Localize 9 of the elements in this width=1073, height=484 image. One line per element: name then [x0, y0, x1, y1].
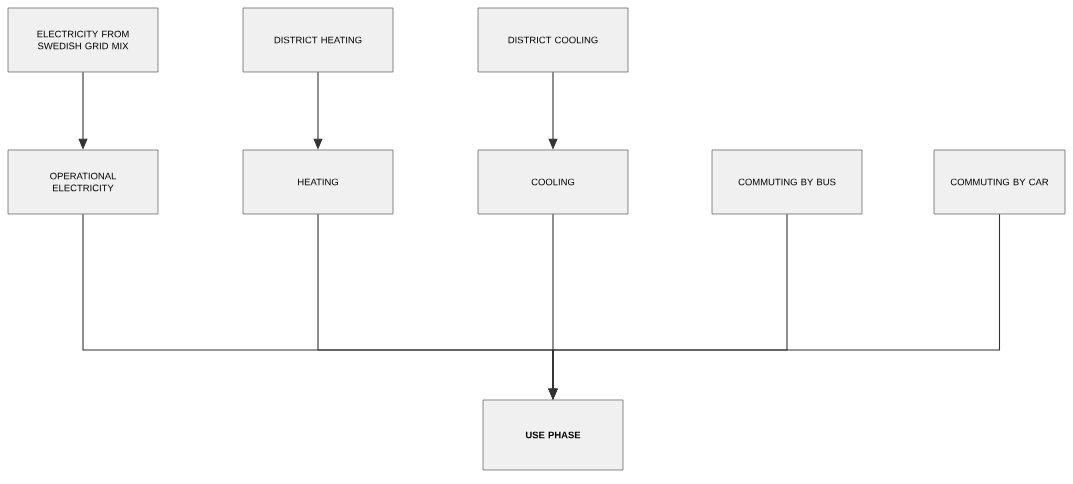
process-box: DISTRICT COOLING — [477, 7, 629, 73]
process-box: DISTRICT HEATING — [242, 7, 394, 73]
process-box: COMMUTING BY BUS — [711, 149, 863, 215]
process-box: COOLING — [477, 149, 629, 215]
process-box: USE PHASE — [482, 399, 624, 471]
process-box: ELECTRICITY FROM SWEDISH GRID MIX — [7, 7, 159, 73]
process-box: COMMUTING BY CAR — [933, 149, 1066, 215]
process-box: OPERATIONAL ELECTRICITY — [7, 149, 159, 215]
process-box: HEATING — [242, 149, 394, 215]
